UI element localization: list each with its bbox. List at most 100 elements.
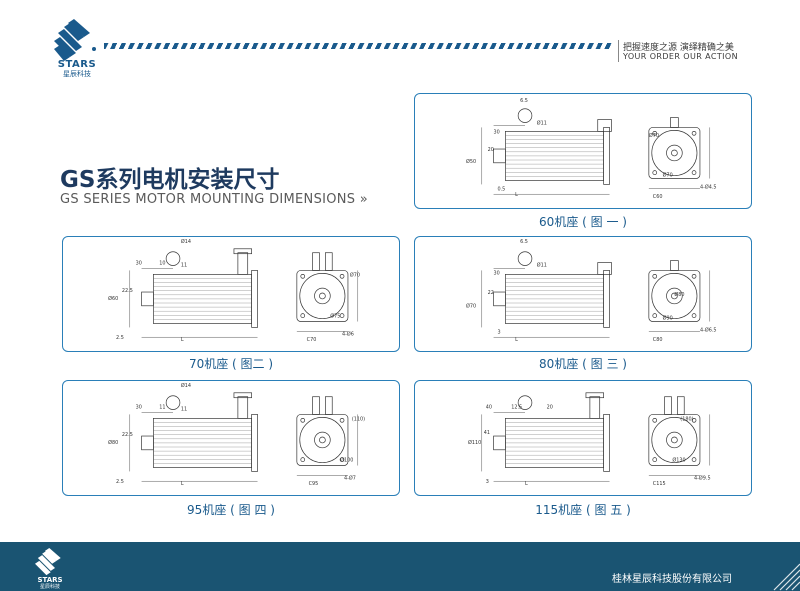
- shaft-section: [165, 251, 181, 266]
- logo-wordmark: STARS: [57, 59, 97, 70]
- dimension-label: Ø80: [674, 291, 684, 298]
- figure-caption-95: 95机座 ( 图 四 ): [187, 503, 275, 517]
- mount-hole: [691, 418, 697, 423]
- motor-shaft: [493, 148, 506, 164]
- dimension-label: 30: [136, 261, 142, 267]
- dimension-label: 3: [498, 329, 501, 335]
- dimension-label: Ø11: [537, 119, 547, 126]
- front-face: [299, 417, 346, 463]
- dimension-label: L: [515, 192, 518, 198]
- dimension-label: C70: [307, 337, 317, 343]
- connector: [237, 252, 249, 275]
- mount-hole: [339, 457, 345, 462]
- dimension-label: 20: [488, 147, 494, 153]
- dimension-label: 12.5: [511, 405, 522, 411]
- front-flange: [648, 414, 701, 466]
- dimension-label: L: [181, 337, 184, 343]
- shaft-section: [517, 251, 533, 266]
- motor-flange: [251, 270, 258, 328]
- mount-hole: [652, 131, 658, 136]
- mount-hole: [300, 457, 306, 462]
- dimension-label: L: [525, 481, 528, 487]
- page-subtitle: GS SERIES MOTOR MOUNTING DIMENSIONS »: [60, 192, 368, 207]
- logo-wordmark-cn: 星辰科技: [63, 70, 91, 78]
- dimension-label: L: [181, 481, 184, 487]
- connector-cap: [233, 248, 252, 255]
- motor-shaft: [493, 435, 506, 451]
- dimension-label: Ø14: [181, 382, 191, 389]
- dimension-label: 30: [494, 129, 500, 135]
- dimension-label: 11: [181, 262, 187, 268]
- mount-hole: [300, 313, 306, 318]
- chevron-right-icon: »: [355, 192, 369, 207]
- mount-hole: [652, 418, 658, 423]
- front-face: [651, 273, 698, 319]
- front-flange: [296, 414, 349, 466]
- dimension-label: Ø70: [649, 132, 659, 139]
- dimension-label: Ø75: [330, 313, 340, 320]
- dimension-label: (110): [352, 416, 365, 422]
- dimension-label: 0.5: [498, 186, 506, 192]
- front-shaft: [671, 436, 678, 444]
- dimension-label: 41: [484, 430, 490, 436]
- dimension-label: 40: [486, 405, 492, 411]
- header-divider: [618, 40, 619, 62]
- dimension-label: 22.5: [122, 288, 133, 294]
- dimension-label: L: [515, 337, 518, 343]
- motor-shaft: [493, 291, 506, 307]
- dimension-label: 10: [159, 261, 165, 267]
- dimension-label: 11: [181, 406, 187, 412]
- front-connector: [670, 260, 679, 271]
- mount-hole: [652, 274, 658, 279]
- slogan-en: YOUR ORDER OUR ACTION: [623, 52, 738, 61]
- footer-logo-wordmark: STARS: [37, 576, 63, 584]
- figure-caption-115: 115机座 ( 图 五 ): [535, 503, 631, 517]
- mount-hole: [300, 274, 306, 279]
- motor-flange: [603, 127, 610, 185]
- front-pilot: [314, 431, 331, 449]
- dimension-label: 6.5: [520, 239, 528, 245]
- motor-shaft: [141, 291, 154, 307]
- connector-cap: [233, 392, 252, 399]
- mount-hole: [691, 170, 697, 175]
- dimension-label: C95: [309, 481, 319, 487]
- motor-flange: [603, 270, 610, 328]
- motor-flange: [251, 414, 258, 472]
- mount-hole: [339, 274, 345, 279]
- mount-hole: [691, 131, 697, 136]
- dimension-label: Ø70: [466, 303, 476, 310]
- dimension-label: 6.5: [520, 98, 528, 104]
- header-stripe-bar: [104, 43, 612, 49]
- shaft-section: [517, 108, 533, 123]
- mount-hole: [691, 457, 697, 462]
- dimension-label: Ø50: [466, 158, 476, 165]
- page-subtitle-text: GS SERIES MOTOR MOUNTING DIMENSIONS: [60, 192, 356, 207]
- mount-hole: [339, 418, 345, 423]
- dimension-label: C80: [653, 337, 663, 343]
- front-face: [299, 273, 346, 319]
- dimension-label: Ø11: [537, 261, 547, 268]
- front-shaft: [671, 292, 678, 300]
- front-connector: [664, 396, 672, 415]
- connector: [589, 396, 601, 419]
- figure-caption-70: 70机座 ( 图二 ): [188, 357, 274, 371]
- slogan-cn: 把握速度之源 演绎精确之美: [623, 43, 734, 53]
- dimension-label: 4-Ø6: [342, 330, 354, 337]
- mount-hole: [652, 170, 658, 175]
- front-connector: [325, 252, 333, 271]
- mount-hole: [339, 313, 345, 318]
- dimension-label: 3: [486, 479, 489, 485]
- footer-bar: [0, 542, 800, 591]
- dimension-label: 30: [136, 405, 142, 411]
- corner-decoration-icon: [773, 563, 800, 591]
- front-connector: [312, 396, 320, 415]
- mount-hole: [691, 313, 697, 318]
- front-pilot: [314, 287, 331, 305]
